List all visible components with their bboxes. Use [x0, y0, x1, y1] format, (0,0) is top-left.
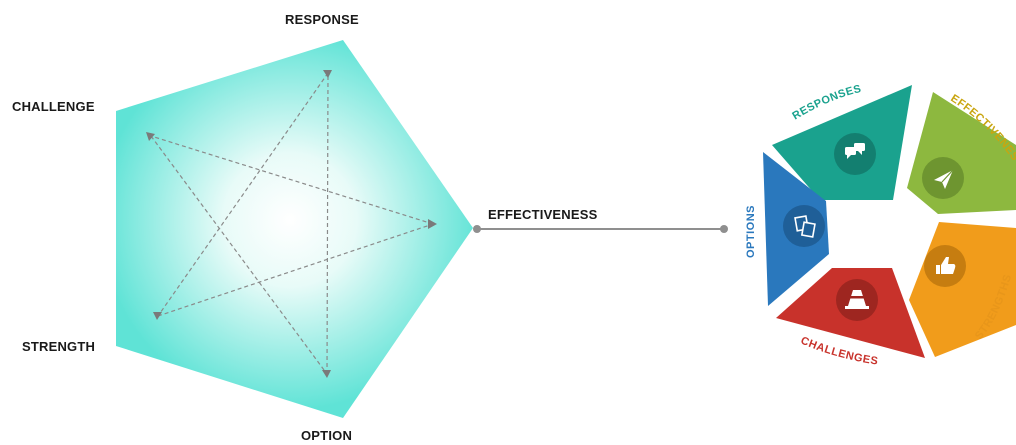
traffic-cone-icon: [845, 290, 869, 309]
star-line: [157, 72, 329, 317]
connector-dot-left: [473, 225, 481, 233]
star-arrow: [146, 132, 155, 141]
thumbs-up-icon: [936, 257, 956, 274]
paper-plane-icon: [934, 169, 954, 189]
copy-docs-icon: [794, 215, 816, 238]
cycle-diagram: RESPONSES EFFECTIVENES STRENGTHS CHALLEN…: [745, 83, 1016, 368]
star-points: [146, 70, 437, 378]
star-line: [157, 223, 434, 317]
star-arrow: [323, 70, 332, 78]
label-effectiveness: EFFECTIVENESS: [488, 207, 598, 222]
star-arrow: [322, 370, 331, 378]
star-lines: [150, 72, 434, 375]
label-option: OPTION: [301, 428, 353, 443]
star-arrow: [428, 219, 437, 229]
segment-label-options: OPTIONS: [745, 205, 757, 258]
star-line: [326, 72, 329, 375]
pentagon-shape: [116, 40, 473, 418]
connector-dot-right: [720, 225, 728, 233]
label-challenge: CHALLENGE: [12, 99, 95, 114]
chat-bubbles-icon: [845, 143, 865, 159]
star-arrow: [153, 312, 162, 320]
label-strength: STRENGTH: [22, 339, 96, 354]
star-line: [150, 135, 434, 225]
label-response: RESPONSE: [285, 12, 359, 27]
star-line: [150, 135, 328, 375]
